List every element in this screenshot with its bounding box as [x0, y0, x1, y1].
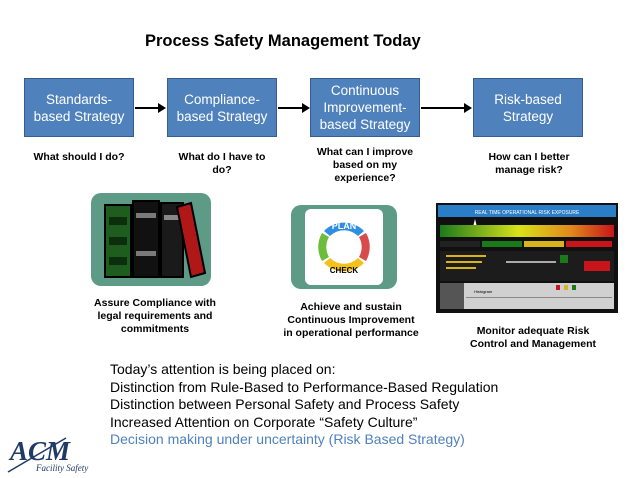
flow-arrow — [135, 103, 166, 113]
box-line: Improvement- — [323, 100, 407, 115]
histogram-label: Histogram — [474, 289, 493, 294]
box-line: based Strategy — [33, 108, 125, 124]
do-label: DO — [370, 244, 379, 256]
attention-item: Distinction from Rule-Based to Performan… — [110, 378, 499, 395]
logo-subtitle: Facility Safety — [35, 463, 88, 473]
continuous-improvement-caption: Achieve and sustain Continuous Improveme… — [283, 301, 419, 339]
risk-based-question: How can I better manage risk? — [488, 151, 570, 176]
box-line: Strategy — [502, 108, 554, 124]
plan-label: PLAN — [332, 221, 357, 231]
attention-intro: Today’s attention is being placed on: — [110, 361, 336, 377]
attention-list: Today’s attention is being placed on: Di… — [110, 361, 498, 449]
compliance-strategy-box: Compliance-based Strategy — [167, 78, 277, 137]
box-line: Compliance- — [184, 91, 260, 107]
risk-exposure-dashboard: REAL TIME OPERATIONAL RISK EXPOSURE Hist… — [436, 203, 618, 313]
compliance-caption: Assure Compliance with legal requirement… — [94, 297, 216, 335]
standards-strategy-box: Standards-based Strategy — [24, 78, 134, 137]
dashboard-header: REAL TIME OPERATIONAL RISK EXPOSURE — [475, 210, 580, 216]
books-icon — [104, 200, 207, 279]
box-line: Risk-based — [494, 91, 562, 107]
box-line: Continuous — [330, 83, 400, 98]
compliance-question: What do I have to do? — [178, 151, 266, 176]
box-line: Standards- — [45, 91, 113, 107]
legal-books-image — [91, 193, 211, 286]
pdca-cycle-image: PLAN DO CHECK ACT — [291, 205, 397, 289]
continuous-improvement-question: What can I improve based on my experienc… — [316, 146, 414, 184]
risk-based-caption: Monitor adequate Risk Control and Manage… — [469, 325, 596, 350]
standards-question: What should I do? — [33, 151, 125, 163]
check-label: CHECK — [330, 266, 359, 275]
attention-item: Increased Attention on Corporate “Safety… — [110, 413, 418, 430]
company-logo: ACM Facility Safety — [6, 432, 102, 478]
flow-arrow — [421, 103, 472, 113]
attention-highlight-item: Decision making under uncertainty (Risk … — [110, 431, 465, 447]
attention-item: Distinction between Personal Safety and … — [110, 396, 460, 412]
page-title: Process Safety Management Today — [145, 32, 421, 50]
act-label: ACT — [309, 242, 318, 259]
box-line: based Strategy — [319, 117, 411, 132]
acm-logo-icon: ACM Facility Safety — [7, 436, 88, 473]
dashboard-graphic: REAL TIME OPERATIONAL RISK EXPOSURE Hist… — [436, 203, 618, 313]
flow-arrow — [278, 103, 310, 113]
pdca-cycle-icon: PLAN DO CHECK ACT — [305, 209, 383, 285]
box-line: based Strategy — [176, 108, 268, 124]
